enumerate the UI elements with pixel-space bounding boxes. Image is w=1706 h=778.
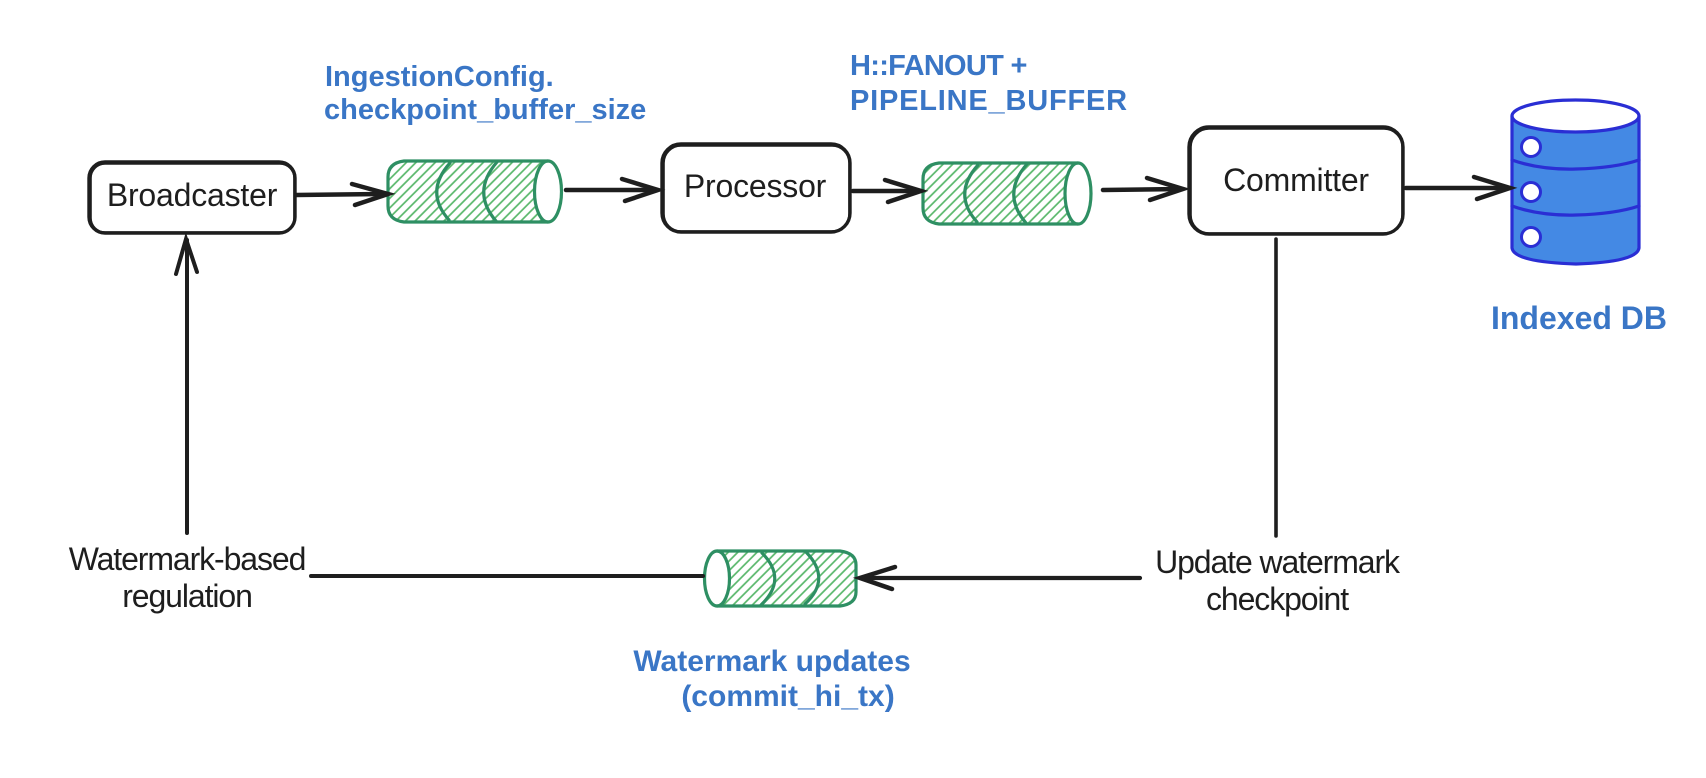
svg-text:checkpoint: checkpoint — [1206, 581, 1349, 617]
svg-text:regulation: regulation — [122, 578, 252, 614]
svg-text:H::FANOUT +: H::FANOUT + — [850, 50, 1027, 82]
svg-text:IngestionConfig.: IngestionConfig. — [325, 61, 554, 93]
svg-text:Update watermark: Update watermark — [1155, 544, 1401, 580]
svg-text:Committer: Committer — [1223, 162, 1369, 198]
svg-text:(commit_hi_tx): (commit_hi_tx) — [681, 680, 894, 713]
svg-text:Indexed DB: Indexed DB — [1491, 300, 1667, 336]
svg-text:Broadcaster: Broadcaster — [107, 177, 278, 213]
svg-text:Processor: Processor — [684, 168, 827, 204]
svg-text:PIPELINE_BUFFER: PIPELINE_BUFFER — [850, 85, 1128, 117]
svg-text:Watermark-based: Watermark-based — [69, 541, 306, 577]
svg-text:checkpoint_buffer_size: checkpoint_buffer_size — [324, 94, 646, 126]
svg-text:Watermark updates: Watermark updates — [633, 645, 910, 678]
